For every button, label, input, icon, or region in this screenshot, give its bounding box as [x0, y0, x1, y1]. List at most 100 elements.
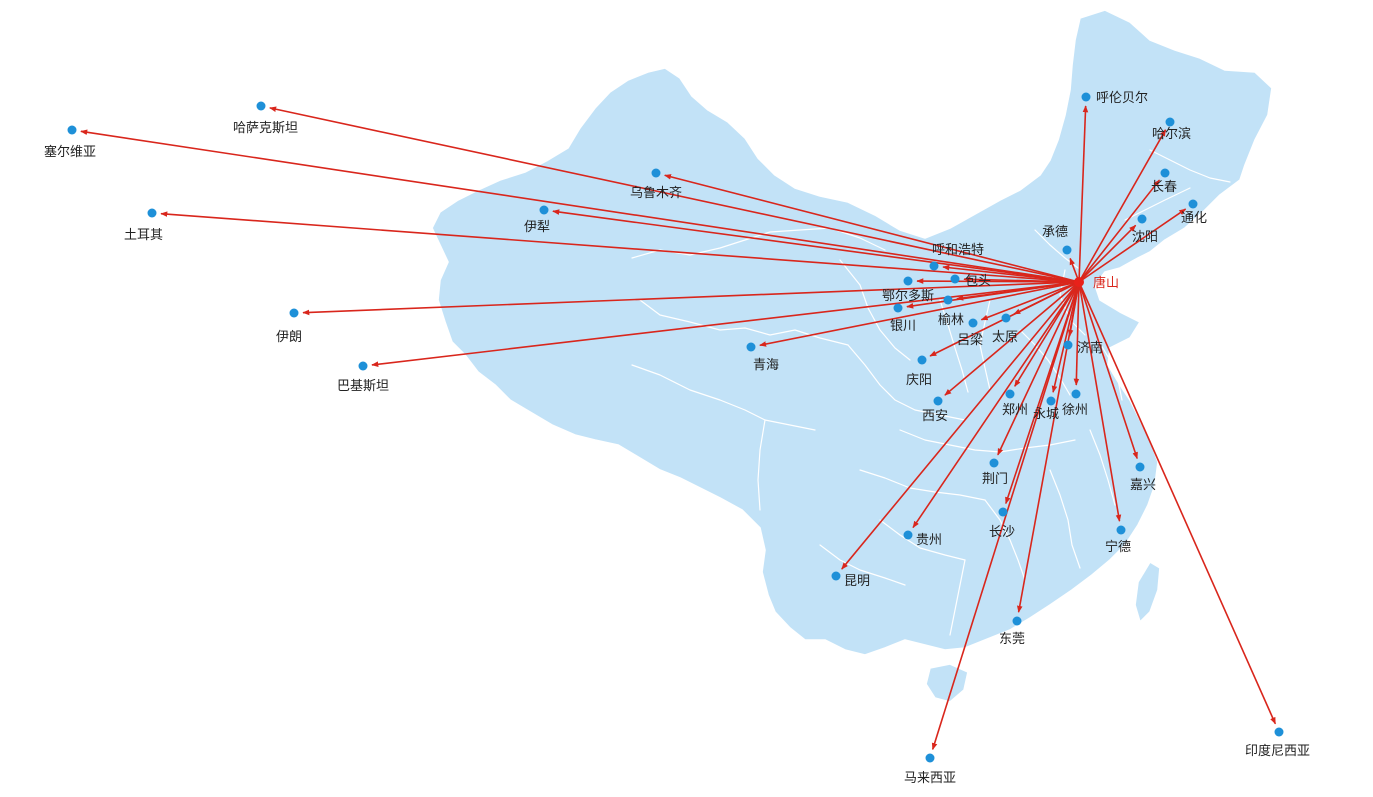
route-to-shenyang	[1078, 224, 1137, 283]
city-dot-haerbin	[1165, 117, 1175, 127]
route-to-eerduosi	[916, 278, 1080, 284]
city-label-tuerqi: 土耳其	[124, 228, 163, 243]
city-label-baotou: 包头	[965, 274, 991, 289]
route-to-yongcheng	[1051, 281, 1080, 393]
route-to-hasakesitan	[269, 106, 1080, 283]
city-label-changchun: 长春	[1151, 180, 1177, 195]
city-label-yongcheng: 永城	[1033, 407, 1059, 422]
city-label-yilang: 伊朗	[276, 330, 302, 345]
route-to-ningde	[1078, 281, 1122, 522]
route-to-jingmen	[997, 281, 1080, 456]
city-dot-yili	[539, 205, 549, 215]
city-dot-xian	[933, 396, 943, 406]
route-to-saierweiya	[80, 129, 1080, 283]
route-to-bajisitan	[371, 281, 1080, 367]
city-dot-yulin	[943, 295, 953, 305]
city-label-shenyang: 沈阳	[1132, 230, 1158, 245]
city-dot-xuzhou	[1071, 389, 1081, 399]
city-dot-guizhou	[903, 530, 913, 540]
city-dot-hasakesitan	[256, 101, 266, 111]
route-to-changchun	[1078, 179, 1161, 283]
city-dot-wulumuqi	[651, 168, 661, 178]
city-label-changsha: 长沙	[989, 525, 1015, 540]
city-dot-hulunbeier	[1081, 92, 1091, 102]
route-to-malaixiya	[931, 281, 1080, 751]
route-to-tuerqi	[160, 211, 1080, 283]
city-dot-saierweiya	[67, 125, 77, 135]
route-to-tonghua	[1078, 208, 1187, 283]
city-label-chengde: 承德	[1042, 225, 1068, 240]
city-label-zhengzhou: 郑州	[1002, 403, 1028, 418]
hainan-island	[925, 663, 969, 703]
city-dot-malaixiya	[925, 753, 935, 763]
city-dot-yilang	[289, 308, 299, 318]
hub-marker: 唐山	[1074, 275, 1119, 291]
city-label-dongguan: 东莞	[999, 632, 1025, 647]
route-to-guizhou	[912, 281, 1080, 529]
city-dot-qinghai	[746, 342, 756, 352]
taiwan-island	[1134, 561, 1161, 623]
city-dot-kunming	[831, 571, 841, 581]
city-dot-jingmen	[989, 458, 999, 468]
city-dot-shenyang	[1137, 214, 1147, 224]
city-label-qingyang: 庆阳	[906, 373, 932, 388]
city-label-huhehaote: 呼和浩特	[932, 243, 984, 258]
china-mainland	[431, 9, 1273, 656]
city-dot-ningde	[1116, 525, 1126, 535]
city-label-wulumuqi: 乌鲁木齐	[630, 185, 682, 201]
city-dot-dongguan	[1012, 616, 1022, 626]
city-label-kunming: 昆明	[844, 574, 870, 589]
city-label-jingmen: 荆门	[982, 471, 1008, 487]
city-label-jinan: 济南	[1077, 340, 1103, 356]
route-to-yilang	[302, 281, 1080, 316]
route-to-hulunbeier	[1078, 105, 1089, 283]
city-dot-baotou	[950, 274, 960, 284]
city-dot-jinan	[1063, 340, 1073, 350]
route-to-haerbin	[1078, 129, 1167, 283]
city-label-yulin: 榆林	[938, 313, 964, 328]
route-to-jiaxing	[1078, 281, 1138, 460]
city-dot-tuerqi	[147, 208, 157, 218]
city-dot-changchun	[1160, 168, 1170, 178]
city-label-hasakesitan: 哈萨克斯坦	[233, 121, 298, 136]
city-dot-jiaxing	[1135, 462, 1145, 472]
city-dot-yinchuan	[893, 303, 903, 313]
city-label-xuzhou: 徐州	[1062, 403, 1088, 418]
city-label-yili: 伊犁	[524, 220, 550, 235]
city-label-yinchuan: 银川	[890, 319, 916, 334]
city-label-tonghua: 通化	[1181, 211, 1207, 226]
route-to-xuzhou	[1073, 281, 1080, 386]
city-dot-taiyuan	[1001, 313, 1011, 323]
province-borders	[631, 149, 1231, 636]
city-label-eerduosi: 鄂尔多斯	[882, 288, 934, 304]
route-to-qinghai	[759, 281, 1080, 347]
city-label-taiyuan: 太原	[992, 330, 1018, 345]
city-dot-yindunixiya	[1274, 727, 1284, 737]
city-label-guizhou: 贵州	[916, 533, 942, 548]
city-dot-bajisitan	[358, 361, 368, 371]
city-dot-qingyang	[917, 355, 927, 365]
city-dot-huhehaote	[929, 261, 939, 271]
route-to-lvliang	[980, 281, 1080, 321]
city-label-qinghai: 青海	[753, 358, 779, 373]
city-dot-eerduosi	[903, 276, 913, 286]
route-to-wulumuqi	[664, 174, 1080, 283]
city-label-yindunixiya: 印度尼西亚	[1245, 743, 1310, 759]
route-to-yindunixiya	[1078, 281, 1277, 725]
city-label-xian: 西安	[922, 409, 948, 424]
route-to-yili	[552, 209, 1080, 283]
city-label-saierweiya: 塞尔维亚	[44, 144, 96, 160]
city-label-bajisitan: 巴基斯坦	[337, 379, 389, 394]
cities-layer: 呼伦贝尔哈尔滨长春通化沈阳承德呼和浩特包头鄂尔多斯银川榆林吕梁太原济南庆阳西安郑…	[44, 91, 1310, 786]
city-dot-chengde	[1062, 245, 1072, 255]
city-label-malaixiya: 马来西亚	[904, 771, 956, 786]
city-dot-tonghua	[1188, 199, 1198, 209]
route-to-xian	[944, 281, 1080, 396]
route-to-zhengzhou	[1014, 281, 1080, 387]
routes-layer	[80, 105, 1277, 751]
city-label-jiaxing: 嘉兴	[1130, 478, 1156, 493]
hub-label: 唐山	[1093, 275, 1119, 291]
city-dot-zhengzhou	[1005, 389, 1015, 399]
